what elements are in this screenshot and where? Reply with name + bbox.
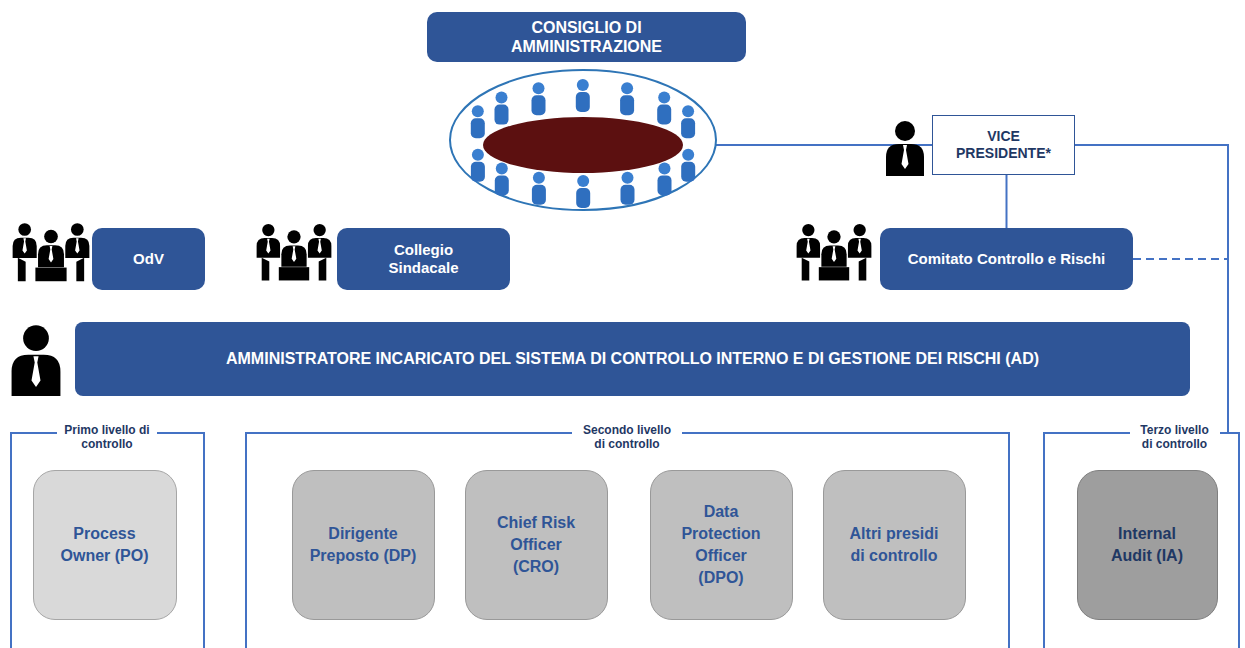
board-member-figure [495,163,509,196]
board-member-figure [576,175,590,208]
box-label: OdV [133,250,164,268]
board-table-illustration [450,70,716,210]
board-title-box: CONSIGLIO DI AMMINISTRAZIONE [427,12,746,62]
control-box: OdV [92,228,205,290]
board-member-figure [681,105,695,138]
box-label: Collegio Sindacale [369,241,479,277]
board-member-figure [471,105,485,138]
board-member-figure [495,92,509,125]
board-member-figure [576,79,590,112]
box-label: Data Protection Officer (DPO) [671,501,771,589]
board-ellipse [450,70,716,210]
person-icon [886,121,924,176]
board-member-figure [471,149,485,182]
control-box: VICE PRESIDENTE* [932,115,1075,175]
control-box: Process Owner (PO) [33,470,177,620]
level-heading: Primo livello di controllo [57,423,157,451]
control-box: Comitato Controllo e Rischi [880,228,1133,290]
control-box: Chief Risk Officer (CRO) [465,470,608,620]
connector-line [716,144,932,146]
box-label: Altri presidi di controllo [844,523,944,567]
control-box: Collegio Sindacale [337,228,510,290]
control-box: Internal Audit (IA) [1077,470,1218,620]
board-member-figure [621,172,635,205]
box-label: VICE PRESIDENTE* [944,128,1064,162]
board-member-figure [681,149,695,182]
box-label: AMMINISTRATORE INCARICATO DEL SISTEMA DI… [226,349,1039,369]
group-icon [257,224,332,281]
control-box: Data Protection Officer (DPO) [650,470,793,620]
control-level-frame: Secondo livello di controlloDirigente Pr… [245,432,1010,648]
control-level-frame: Primo livello di controlloProcess Owner … [10,432,205,648]
group-icon [13,223,90,281]
level-heading: Terzo livello di controllo [1130,423,1220,451]
board-member-figure [532,82,546,115]
box-label: Internal Audit (IA) [1097,523,1197,567]
board-member-figure [657,92,671,125]
group-icon [797,224,872,281]
level-heading: Secondo livello di controllo [572,423,682,451]
control-box: Altri presidi di controllo [823,470,966,620]
connector-line [1006,175,1008,228]
box-label: Chief Risk Officer (CRO) [486,512,586,578]
person-icon [12,325,61,396]
board-member-figure [658,162,672,195]
box-label: Dirigente Preposto (DP) [308,523,418,567]
control-box: Dirigente Preposto (DP) [292,470,435,620]
board-table [483,117,683,173]
board-node: CONSIGLIO DI AMMINISTRAZIONE [450,12,716,212]
control-level-frame: Terzo livello di controlloInternal Audit… [1043,432,1240,648]
board-member-figure [620,82,634,115]
board-title: CONSIGLIO DI AMMINISTRAZIONE [492,18,682,56]
box-label: Comitato Controllo e Rischi [908,250,1106,268]
box-label: Process Owner (PO) [50,523,160,567]
board-member-figure [532,172,546,205]
owner-band: AMMINISTRATORE INCARICATO DEL SISTEMA DI… [75,322,1190,396]
